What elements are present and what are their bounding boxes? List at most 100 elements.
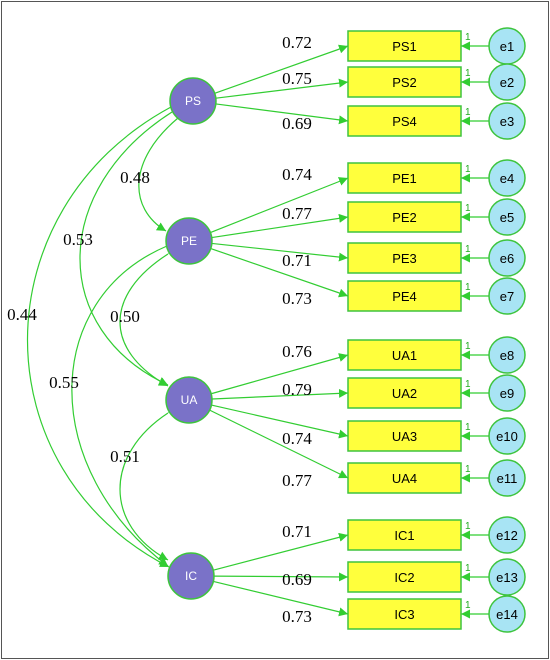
latent-node-ua (165, 376, 213, 424)
loading-value: 0.77 (282, 204, 312, 223)
error-label: e12 (496, 528, 518, 543)
indicator-box-ic3 (347, 598, 462, 630)
loading-path (211, 213, 349, 239)
loading-value: 0.69 (282, 570, 312, 589)
indicator-label: PE4 (392, 289, 417, 304)
loading-path (210, 353, 349, 395)
covariance-value: 0.51 (110, 447, 140, 466)
indicator-box-ps2 (347, 66, 462, 98)
error-circle-e3 (488, 102, 526, 140)
covariance-value: 0.55 (49, 373, 79, 392)
error-weight: 1 (465, 341, 471, 352)
loading-value: 0.76 (282, 342, 312, 361)
covariance-pe-ua (119, 245, 179, 387)
loading-value: 0.74 (282, 165, 312, 184)
loading-path (210, 247, 349, 298)
indicator-label: UA1 (392, 348, 417, 363)
nodes-layer (165, 27, 526, 633)
error-label: e8 (500, 348, 514, 363)
loading-value: 0.77 (282, 471, 312, 490)
indicator-label: PS4 (392, 114, 417, 129)
error-weight: 1 (465, 203, 471, 214)
loading-value: 0.72 (282, 33, 312, 52)
indicator-label: IC1 (394, 528, 414, 543)
latent-label: PS (185, 94, 201, 108)
indicator-label: UA2 (392, 386, 417, 401)
error-weight: 1 (465, 464, 471, 475)
covariance-pe-ic (71, 238, 178, 567)
loading-path (213, 580, 349, 617)
indicator-label: PS2 (392, 75, 417, 90)
covariance-ua-ic (119, 404, 178, 561)
error-label: e11 (497, 471, 518, 486)
indicator-box-ic2 (347, 561, 462, 593)
indicator-box-pe1 (347, 162, 462, 194)
indicator-label: PE2 (392, 210, 417, 225)
error-weight: 1 (465, 107, 471, 118)
error-circle-e10 (488, 417, 526, 455)
loading-value: 0.73 (282, 607, 312, 626)
error-weight: 1 (465, 68, 471, 79)
error-label: e6 (500, 251, 514, 266)
loading-path (211, 388, 349, 400)
loading-path (214, 44, 349, 94)
covariance-value: 0.53 (63, 230, 93, 249)
covariance-ps-ua (79, 103, 183, 386)
indicator-label: PS1 (392, 39, 417, 54)
indicator-box-ps4 (347, 105, 462, 137)
error-circle-e13 (488, 558, 526, 596)
indicator-box-pe3 (347, 242, 462, 274)
latent-node-ic (167, 552, 215, 600)
indicator-box-pe2 (347, 201, 462, 233)
latent-node-ps (169, 77, 217, 125)
error-weight: 1 (465, 164, 471, 175)
error-circle-e9 (488, 374, 526, 412)
loading-path (211, 242, 349, 262)
error-label: e3 (500, 114, 514, 129)
error-weight: 1 (465, 282, 471, 293)
loading-path (210, 177, 349, 234)
error-label: e2 (500, 75, 514, 90)
error-circle-e7 (488, 277, 526, 315)
indicator-label: PE3 (392, 251, 417, 266)
error-weight: 1 (465, 521, 471, 532)
indicator-box-ua1 (347, 339, 462, 371)
covariance-value: 0.48 (120, 168, 150, 187)
latent-label: UA (181, 393, 198, 407)
error-weight: 1 (465, 422, 471, 433)
loading-value: 0.75 (282, 69, 312, 88)
indicator-box-ua3 (347, 420, 462, 452)
error-label: e13 (496, 570, 518, 585)
loading-value: 0.74 (282, 429, 312, 448)
indicator-box-ic1 (347, 519, 462, 551)
error-weight: 1 (465, 600, 471, 611)
loading-path (209, 409, 349, 479)
loading-path (215, 103, 349, 125)
error-label: e7 (500, 289, 514, 304)
loading-path (213, 572, 349, 582)
indicator-box-ua2 (347, 377, 462, 409)
indicator-label: UA3 (392, 429, 417, 444)
indicator-label: UA4 (392, 471, 417, 486)
edges-layer (27, 41, 489, 619)
latent-node-pe (165, 217, 213, 265)
error-circle-e4 (488, 159, 526, 197)
error-circle-e11 (488, 459, 526, 497)
error-weight: 1 (465, 32, 471, 43)
covariance-value: 0.44 (7, 305, 37, 324)
error-circle-e6 (488, 239, 526, 277)
covariance-value: 0.50 (110, 307, 140, 326)
indicator-label: IC3 (394, 607, 414, 622)
indicator-box-ps1 (347, 30, 462, 62)
error-weight: 1 (465, 563, 471, 574)
error-circle-e5 (488, 198, 526, 236)
error-circle-e12 (488, 516, 526, 554)
error-label: e5 (500, 210, 514, 225)
latent-label: IC (185, 569, 197, 583)
loading-value: 0.71 (282, 251, 312, 270)
loading-value: 0.69 (282, 114, 312, 133)
error-label: e1 (500, 39, 514, 54)
indicator-box-pe4 (347, 280, 462, 312)
